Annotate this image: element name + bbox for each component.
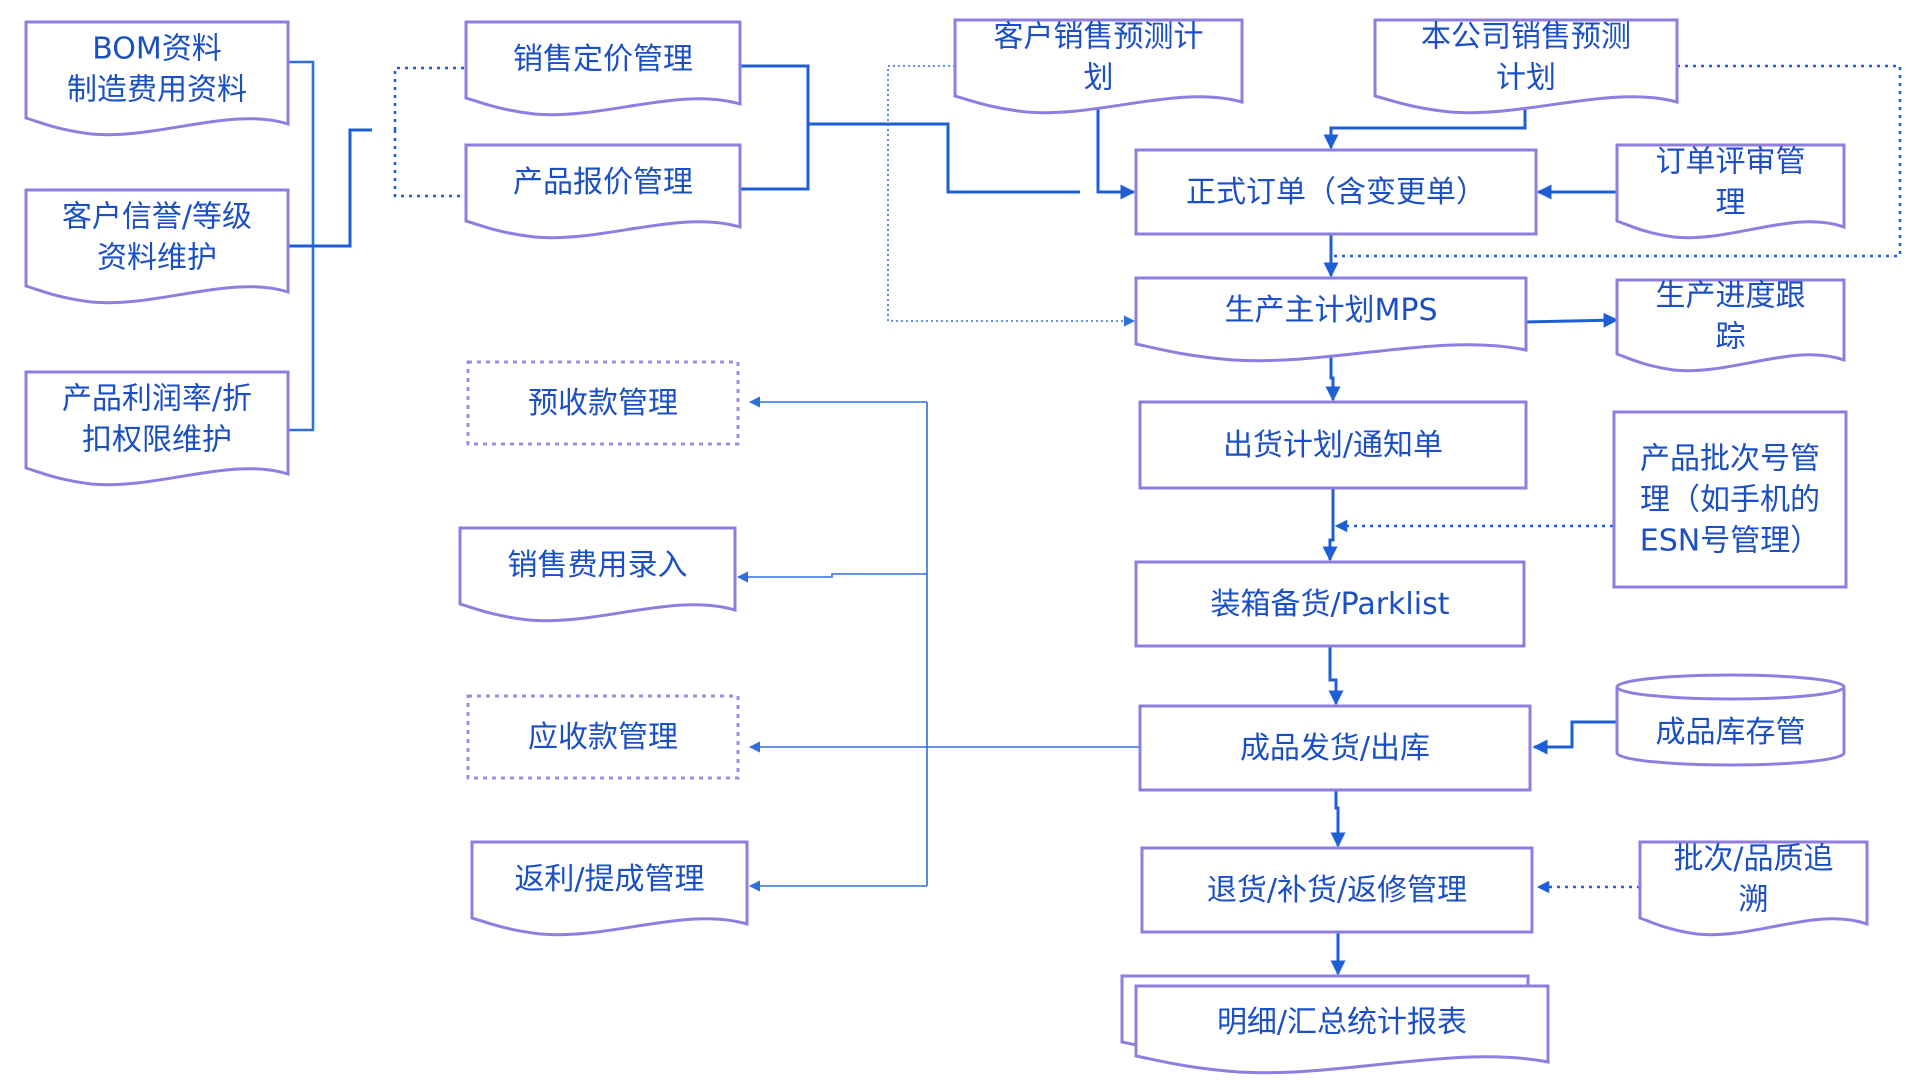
document-stack-front: [1134, 984, 1550, 1075]
edge-pricing-dotted: [393, 66, 465, 130]
node-label: 成品库存管: [1656, 715, 1806, 750]
node-order: 正式订单（含变更单）: [1134, 148, 1538, 236]
node-label: 装箱备货/Parklist: [1210, 587, 1449, 622]
node-label: 订单评审管: [1656, 145, 1806, 180]
edge-shipplan-to-packing: [1322, 488, 1338, 562]
node-label: 销售费用录入: [508, 548, 688, 583]
node-label: 产品报价管理: [513, 165, 693, 200]
process-box: [1134, 148, 1538, 236]
node-pricing: 销售定价管理: [464, 20, 742, 117]
node-packing: 装箱备货/Parklist: [1134, 560, 1526, 648]
edge-merge-to-order: [808, 122, 1080, 194]
document-shape: [953, 18, 1244, 115]
document-shape: [470, 840, 749, 937]
connectors: [287, 60, 1902, 976]
node-label: 溯: [1739, 883, 1769, 918]
node-label: 生产进度跟: [1656, 279, 1806, 314]
edge-delivery-to-returns: [1330, 790, 1346, 848]
document-shape: [1373, 18, 1679, 115]
node-label: 产品批次号管: [1640, 442, 1820, 477]
document-shape: [464, 20, 742, 117]
node-label: 正式订单（含变更单）: [1186, 175, 1486, 210]
edge-credit-to-pricing-group: [287, 128, 372, 248]
edge-cust-forecast-to-order: [1096, 104, 1136, 200]
node-inventory: 成品库存管: [1615, 673, 1846, 767]
node-mps: 生产主计划MPS: [1134, 276, 1528, 363]
node-label: 计划: [1496, 61, 1556, 96]
cylinder-top: [1615, 686, 1846, 701]
node-label: 制造费用资料: [67, 73, 247, 108]
node-label: 成品发货/出库: [1240, 731, 1430, 766]
node-label: 理: [1716, 186, 1746, 221]
node-label: 批次/品质追: [1673, 842, 1833, 877]
node-receivable: 应收款管理: [466, 694, 740, 780]
node-prepay: 预收款管理: [466, 360, 740, 446]
node-label: 销售定价管理: [513, 42, 693, 77]
node-label: 生产主计划MPS: [1224, 293, 1437, 328]
node-label: 本公司销售预测: [1421, 20, 1631, 55]
node-label: 返利/提成管理: [514, 862, 704, 897]
dashed-box: [466, 694, 740, 780]
node-label: 预收款管理: [528, 386, 678, 421]
edge-bus-to-expense: [736, 571, 927, 583]
edge-own-forecast-to-mps: [1331, 64, 1902, 258]
edge-packing-to-delivery: [1328, 646, 1344, 706]
edge-own-forecast-to-order: [1323, 104, 1527, 150]
process-box: [1138, 400, 1528, 490]
dashed-box: [466, 360, 740, 446]
edge-pricing-quote-merge: [740, 64, 810, 191]
node-ship-plan: 出货计划/通知单: [1138, 400, 1528, 490]
document-shape: [1638, 840, 1869, 937]
node-label: BOM资料: [92, 32, 222, 67]
node-quote: 产品报价管理: [464, 143, 742, 240]
edge-quote-dotted: [393, 130, 465, 198]
edge-mps-to-progress: [1523, 312, 1619, 328]
edge-inventory-to-delivery: [1532, 720, 1617, 755]
node-label: 扣权限维护: [82, 423, 232, 458]
edge-cust-forecast-to-mps: [887, 65, 1136, 327]
document-shape: [464, 143, 742, 240]
node-label: 踪: [1716, 320, 1746, 355]
document-shape: [24, 370, 290, 487]
document-shape: [24, 20, 290, 137]
node-label: 退货/补货/返修管理: [1207, 873, 1467, 908]
node-label: 理（如手机的: [1640, 483, 1820, 518]
node-label: ESN号管理）: [1640, 524, 1820, 559]
nodes: BOM资料制造费用资料客户信誉/等级资料维护产品利润率/折扣权限维护销售定价管理…: [24, 18, 1869, 1075]
node-rebate: 返利/提成管理: [470, 840, 749, 937]
process-box: [1134, 560, 1526, 648]
process-box: [1140, 846, 1534, 934]
process-box: [1612, 410, 1848, 589]
node-label: 产品利润率/折: [62, 382, 252, 417]
node-label: 明细/汇总统计报表: [1217, 1005, 1467, 1040]
document-shape: [1615, 143, 1846, 240]
node-label: 客户信誉/等级: [62, 200, 252, 235]
document-shape: [24, 188, 290, 305]
node-returns: 退货/补货/返修管理: [1140, 846, 1534, 934]
document-shape: [458, 526, 737, 623]
node-label: 应收款管理: [528, 720, 678, 755]
document-shape: [1615, 278, 1846, 373]
process-box: [1138, 704, 1532, 792]
node-label: 资料维护: [97, 241, 217, 276]
node-label: 划: [1084, 61, 1114, 96]
node-label: 客户销售预测计: [994, 20, 1204, 55]
edge-mps-to-shipplan: [1325, 357, 1341, 402]
document-shape: [1134, 276, 1528, 363]
node-expense: 销售费用录入: [458, 526, 737, 623]
node-report: 明细/汇总统计报表: [1120, 974, 1550, 1075]
node-label: 出货计划/通知单: [1223, 428, 1443, 463]
node-delivery: 成品发货/出库: [1138, 704, 1532, 792]
